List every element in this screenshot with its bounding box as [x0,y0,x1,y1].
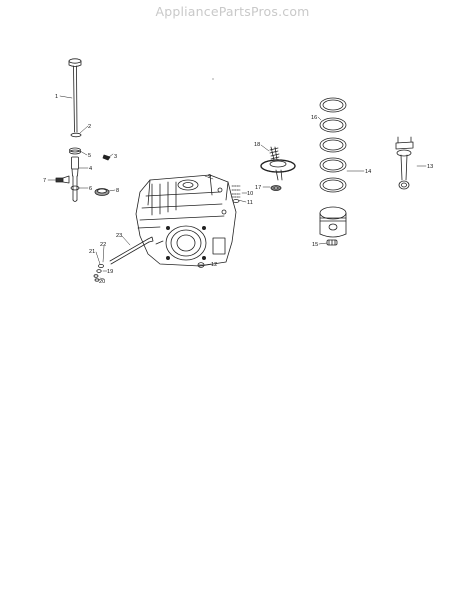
piston-ring-set[interactable] [319,97,347,193]
callout-5: 5 [88,153,91,159]
drain-plug[interactable] [197,262,205,268]
governor-clip[interactable] [94,278,100,282]
callout-13: 13 [427,164,433,170]
callout-15: 15 [312,242,318,248]
dipstick-o-ring[interactable] [70,132,82,138]
piston-pin-retainer[interactable] [326,239,338,246]
callout-7: 7 [43,178,46,184]
dipstick-tube-screw[interactable] [102,154,111,161]
piston[interactable] [319,206,347,238]
dipstick-tube[interactable] [71,156,79,202]
callout-11: 11 [247,200,253,206]
callout-8: 8 [116,188,119,194]
governor-pin[interactable] [93,274,99,278]
oil-seal[interactable] [232,199,240,203]
callout-17: 17 [255,185,261,191]
governor-washer[interactable] [96,269,102,273]
callout-19: 19 [107,269,113,275]
connecting-rod[interactable] [395,136,414,190]
governor-shaft[interactable] [109,236,154,265]
cam-washer[interactable] [270,185,282,191]
scan-speck [212,78,214,80]
callout-10: 10 [247,191,253,197]
callout-12: 12 [211,262,217,268]
callout-20: 20 [99,279,105,285]
watermark: AppliancePartsPros.com [155,4,310,19]
callout-3: 3 [114,154,117,160]
tube-clamp[interactable] [55,175,70,184]
tube-base-seal[interactable] [94,188,110,196]
callout-21: 21 [89,249,95,255]
dowel-pin[interactable] [231,185,241,191]
governor-bushing[interactable] [98,263,104,268]
dipstick-tube-seal[interactable] [69,147,81,155]
callout-22: 22 [100,242,106,248]
callout-1: 1 [55,94,58,100]
callout-18: 18 [254,142,260,148]
callout-14: 14 [365,169,371,175]
callout-6: 6 [89,186,92,192]
leader-lines [47,95,427,280]
camshaft[interactable] [260,146,296,181]
callout-23: 23 [116,233,122,239]
callout-9: 9 [208,174,211,180]
callout-2: 2 [88,124,91,130]
callout-4: 4 [89,166,92,172]
breather-fitting[interactable] [231,193,241,198]
crankcase-block[interactable] [135,174,237,267]
dipstick[interactable] [68,58,82,133]
callout-16: 16 [311,115,317,121]
callout-labels: 1 2 3 4 5 6 7 8 9 10 11 12 13 14 15 16 1… [43,94,433,285]
tube-grommet[interactable] [70,185,80,191]
